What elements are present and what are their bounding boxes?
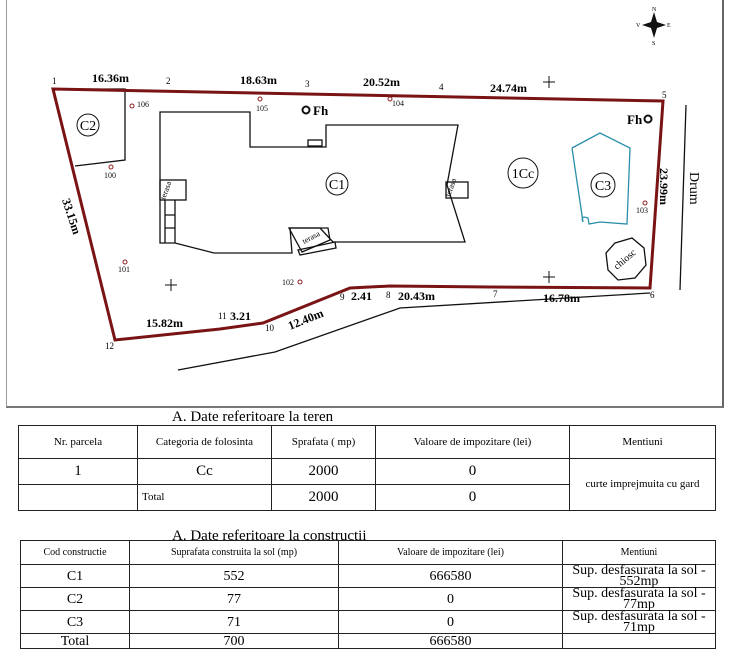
terasa-left — [159, 179, 187, 201]
terasa-right — [445, 181, 469, 199]
step-top — [307, 139, 323, 147]
svg-text:104: 104 — [392, 99, 404, 108]
svg-text:C3: C3 — [595, 179, 611, 194]
svg-text:15.82m: 15.82m — [146, 316, 183, 330]
svg-text:chiosc: chiosc — [612, 247, 639, 272]
svg-text:11: 11 — [218, 311, 227, 321]
svg-text:8: 8 — [386, 290, 391, 300]
svg-text:4: 4 — [439, 82, 444, 92]
table-row-total: Total 2000 0 — [18, 484, 716, 511]
svg-text:10: 10 — [265, 323, 275, 333]
svg-text:16.78m: 16.78m — [543, 291, 580, 305]
svg-text:23.99m: 23.99m — [657, 168, 671, 205]
svg-text:C2: C2 — [80, 119, 96, 134]
svg-text:9: 9 — [340, 292, 345, 302]
svg-text:3: 3 — [305, 79, 310, 89]
building-c3 — [571, 132, 631, 225]
svg-text:103: 103 — [636, 206, 648, 215]
svg-text:105: 105 — [256, 104, 268, 113]
constructii-table: Cod constructie Suprafata construita la … — [20, 540, 716, 649]
svg-text:C1: C1 — [329, 178, 345, 193]
table-row: 1 Cc 2000 0 curte imprejmuita cu gard — [18, 458, 716, 511]
svg-text:1: 1 — [52, 76, 57, 86]
svg-text:V: V — [636, 23, 641, 29]
svg-text:3.21: 3.21 — [230, 309, 251, 323]
parcel-boundary — [51, 87, 665, 342]
svg-text:1Cc: 1Cc — [512, 167, 535, 182]
svg-text:N: N — [652, 7, 657, 13]
svg-text:terasa: terasa — [158, 180, 173, 201]
svg-text:106: 106 — [137, 100, 149, 109]
stairs-left — [164, 200, 176, 243]
compass-rose-icon: N S E V — [636, 7, 671, 47]
svg-text:18.63m: 18.63m — [240, 73, 277, 87]
terasa-bottom — [287, 227, 331, 253]
svg-text:2.41: 2.41 — [351, 289, 372, 303]
svg-text:20.52m: 20.52m — [363, 75, 400, 89]
svg-text:6: 6 — [650, 290, 655, 300]
svg-text:102: 102 — [282, 278, 294, 287]
svg-text:terasa: terasa — [443, 177, 458, 198]
plan-frame — [6, 0, 724, 408]
svg-text:101: 101 — [118, 265, 130, 274]
teren-table: Nr. parcela Categoria de folosinta Spraf… — [18, 425, 716, 511]
svg-text:7: 7 — [493, 289, 498, 299]
svg-text:S: S — [652, 41, 655, 47]
grid-crosses — [165, 76, 555, 291]
svg-text:16.36m: 16.36m — [92, 71, 129, 85]
chiosc — [605, 237, 647, 281]
drum-label: Drum — [686, 172, 701, 205]
svg-text:12: 12 — [105, 341, 114, 351]
svg-text:Fh: Fh — [313, 103, 329, 118]
drum-line — [679, 104, 687, 291]
svg-text:24.74m: 24.74m — [490, 81, 527, 95]
svg-text:100: 100 — [104, 171, 116, 180]
road-line — [177, 292, 651, 371]
teren-title: A. Date referitoare la teren — [172, 409, 334, 425]
svg-text:2: 2 — [166, 76, 171, 86]
svg-text:E: E — [667, 23, 671, 29]
svg-text:terasa: terasa — [301, 229, 322, 246]
svg-text:20.43m: 20.43m — [398, 289, 435, 303]
svg-text:5: 5 — [662, 90, 667, 100]
svg-text:Fh: Fh — [627, 112, 643, 127]
building-c1 — [159, 111, 466, 254]
